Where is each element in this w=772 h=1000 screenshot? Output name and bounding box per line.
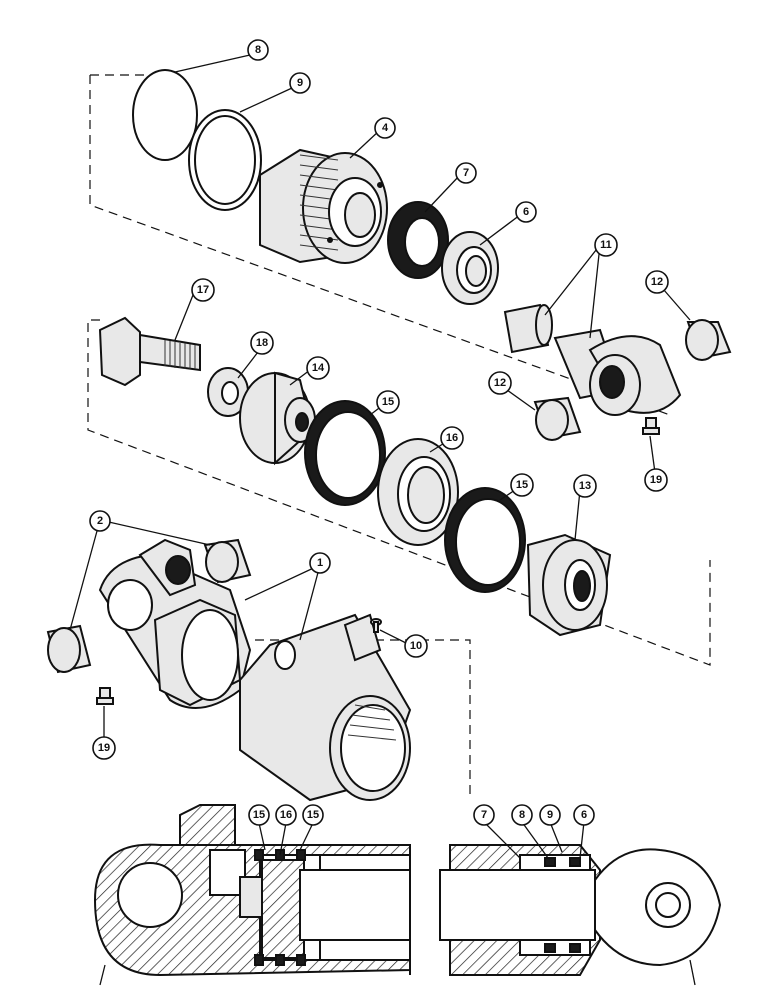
cylinder-barrel-part [239, 613, 412, 802]
svg-text:18: 18 [256, 337, 268, 349]
rod-seal-part [441, 231, 499, 305]
callout-14: 14 [306, 356, 330, 380]
piston-head-part [526, 533, 612, 637]
callout-12-right: 12 [645, 270, 669, 294]
svg-text:4: 4 [382, 122, 389, 134]
washer-part [207, 367, 249, 417]
section-view-base-end [93, 804, 411, 986]
rod-eye-part [553, 328, 682, 416]
callout-7-top: 7 [455, 162, 477, 184]
piston-seal-ring-a-part [304, 400, 386, 506]
callout-16-section: 16 [275, 804, 297, 826]
backup-ring-part [188, 109, 262, 211]
callout-6-section: 6 [573, 804, 595, 826]
svg-text:15: 15 [307, 809, 319, 821]
screw-part [370, 618, 382, 633]
callout-2: 2 [89, 510, 111, 532]
leader-lines [69, 54, 691, 859]
bushing-left-part [533, 396, 582, 441]
callout-8-section: 8 [511, 804, 533, 826]
svg-text:12: 12 [494, 377, 506, 389]
svg-text:15: 15 [382, 396, 394, 408]
svg-text:11: 11 [600, 239, 612, 251]
pin-part [503, 303, 553, 354]
bushing-right-part [685, 319, 732, 361]
section-view-rod-end [439, 844, 722, 986]
svg-text:13: 13 [579, 480, 591, 492]
callout-13: 13 [573, 474, 597, 498]
callout-19-right: 19 [644, 468, 668, 492]
cylinder-base-part [98, 538, 252, 709]
callout-18: 18 [250, 331, 274, 355]
svg-text:7: 7 [481, 809, 487, 821]
svg-text:9: 9 [297, 77, 303, 89]
svg-text:8: 8 [519, 809, 525, 821]
svg-text:19: 19 [98, 742, 110, 754]
callout-9-section: 9 [539, 804, 561, 826]
callout-6-top: 6 [515, 201, 537, 223]
svg-text:2: 2 [97, 515, 103, 527]
callout-15-section-a: 15 [248, 804, 270, 826]
piston-seal-part [377, 438, 459, 546]
grease-fitting-right-part [642, 417, 660, 435]
piston-seal-ring-b-part [444, 487, 526, 593]
callout-16: 16 [440, 426, 464, 450]
svg-text:6: 6 [581, 809, 587, 821]
svg-text:19: 19 [650, 474, 662, 486]
bushing-lower-part [46, 624, 92, 674]
callout-15-b: 15 [510, 473, 534, 497]
wiper-seal-part [387, 201, 449, 279]
callout-8-top: 8 [247, 39, 269, 61]
callout-12-left: 12 [488, 371, 512, 395]
callout-15-section-b: 15 [302, 804, 324, 826]
svg-text:16: 16 [446, 432, 458, 444]
dashed-outline-gland-group [89, 74, 671, 416]
svg-text:14: 14 [312, 362, 325, 374]
callout-7-section: 7 [473, 804, 495, 826]
svg-text:10: 10 [410, 640, 422, 652]
svg-text:9: 9 [547, 809, 553, 821]
callout-9-top: 9 [289, 72, 311, 94]
svg-text:1: 1 [317, 557, 323, 569]
svg-text:7: 7 [463, 167, 469, 179]
piston-part [239, 371, 316, 466]
dashed-outline-barrel-group [255, 639, 471, 800]
svg-text:17: 17 [197, 284, 209, 296]
svg-text:8: 8 [255, 44, 261, 56]
svg-text:12: 12 [651, 276, 663, 288]
callout-19-left: 19 [92, 736, 116, 760]
gland-part [259, 148, 388, 264]
callout-11: 11 [594, 233, 618, 257]
bushing-upper-part [203, 538, 252, 584]
callout-1: 1 [309, 552, 331, 574]
svg-text:6: 6 [523, 206, 529, 218]
callout-17: 17 [191, 278, 215, 302]
grease-fitting-left-part [96, 687, 114, 705]
bolt-part [98, 316, 201, 387]
svg-text:16: 16 [280, 809, 292, 821]
callout-15-a: 15 [376, 390, 400, 414]
svg-text:15: 15 [516, 479, 528, 491]
snap-ring-part [132, 69, 198, 161]
dashed-outline-piston-group [87, 319, 711, 666]
callout-4: 4 [374, 117, 396, 139]
svg-text:15: 15 [253, 809, 265, 821]
callout-10: 10 [404, 634, 428, 658]
